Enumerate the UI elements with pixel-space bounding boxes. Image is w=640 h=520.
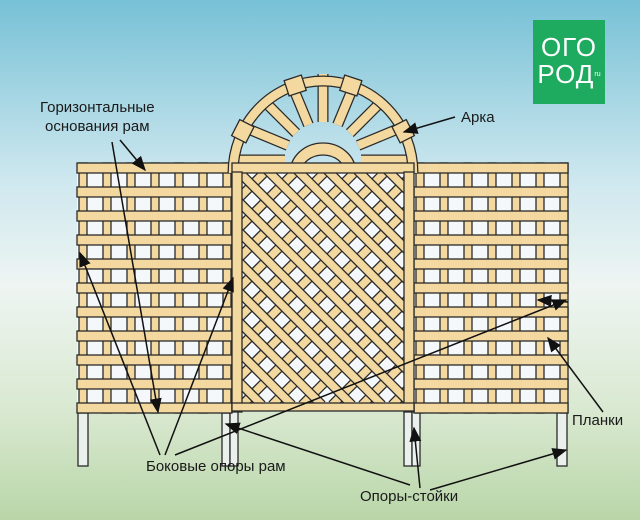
lattice-bar-outline	[602, 145, 640, 405]
left-panel	[76, 162, 233, 414]
pointer-arrow	[224, 422, 411, 486]
horizontal-slat	[76, 306, 233, 318]
label-line: основания рам	[44, 118, 150, 135]
logo-line1: ОГО	[540, 32, 598, 62]
pointer-arrow	[409, 426, 422, 489]
pointer-arrow	[547, 336, 604, 413]
lattice-bar-outline	[602, 145, 640, 405]
label-line: Горизонтальные	[40, 99, 155, 116]
horizontal-slat	[413, 258, 569, 270]
support-post	[77, 409, 89, 467]
lattice-bar	[264, 173, 404, 313]
logo-suffix: ru	[594, 71, 601, 78]
lattice-bar	[294, 173, 404, 283]
horizontal-slat	[76, 186, 233, 198]
horizontal-slat	[76, 162, 233, 174]
center-bottom-rail	[231, 402, 415, 412]
lattice-bar	[602, 145, 640, 405]
lattice-bar	[242, 259, 385, 405]
horizontal-slat	[413, 354, 569, 366]
horizontal-slat	[76, 258, 233, 270]
pointer-arrow	[536, 294, 569, 307]
horizontal-slat	[76, 402, 233, 414]
lattice-bar	[632, 145, 640, 405]
pointer-arrow	[402, 116, 456, 134]
label-horizontal-bases: Горизонтальные основания рам	[40, 98, 155, 136]
horizontal-slat	[413, 402, 569, 414]
right-panel	[413, 162, 569, 414]
lattice-bar	[242, 319, 325, 405]
label-side-supports: Боковые опоры рам	[146, 458, 286, 475]
horizontal-slat	[76, 210, 233, 222]
arch-block	[230, 118, 255, 144]
horizontal-slat	[413, 378, 569, 390]
label-posts: Опоры-стойки	[360, 488, 459, 505]
ogorod-logo: ОГО РОДru	[533, 20, 605, 104]
lattice-bar-outline	[572, 145, 640, 405]
pointer-arrow	[164, 276, 234, 456]
horizontal-slat	[413, 282, 569, 294]
lattice-bar	[242, 199, 404, 373]
lattice-bar	[242, 173, 404, 343]
horizontal-slat	[413, 210, 569, 222]
horizontal-slat	[413, 186, 569, 198]
center-left-post	[231, 171, 243, 413]
lattice-bar-outline	[572, 145, 640, 405]
lattice-bar	[354, 173, 404, 223]
lattice-bar-outline	[632, 145, 640, 405]
lattice-bar	[632, 145, 640, 405]
support-post	[403, 409, 413, 467]
lattice-bar	[324, 173, 404, 253]
lattice-bar	[242, 289, 355, 405]
pointer-arrow	[111, 141, 162, 414]
lattice-bar	[242, 349, 295, 405]
center-right-post	[403, 171, 415, 413]
pointer-arrow	[79, 251, 161, 456]
diagonal-lattice	[242, 145, 640, 405]
label-arch: Арка	[461, 109, 495, 126]
lattice-bar	[572, 145, 640, 405]
horizontal-slat	[413, 234, 569, 246]
logo-line2: РОД	[537, 59, 595, 89]
horizontal-slat	[76, 354, 233, 366]
lattice-bar	[572, 145, 640, 405]
pointer-arrow	[429, 448, 568, 491]
label-slats: Планки	[572, 412, 624, 429]
horizontal-slat	[76, 282, 233, 294]
arch-block	[283, 74, 308, 97]
support-post	[556, 409, 568, 467]
horizontal-slat	[413, 162, 569, 174]
horizontal-slat	[413, 330, 569, 342]
lattice-bar-outline	[632, 145, 640, 405]
arch-block	[338, 74, 363, 97]
horizontal-slat	[76, 234, 233, 246]
pointer-arrow	[119, 139, 146, 172]
lattice-bar	[242, 229, 404, 403]
center-top-rail	[231, 162, 415, 174]
arch	[227, 74, 419, 174]
support-post	[411, 409, 421, 467]
lattice-bar	[602, 145, 640, 405]
